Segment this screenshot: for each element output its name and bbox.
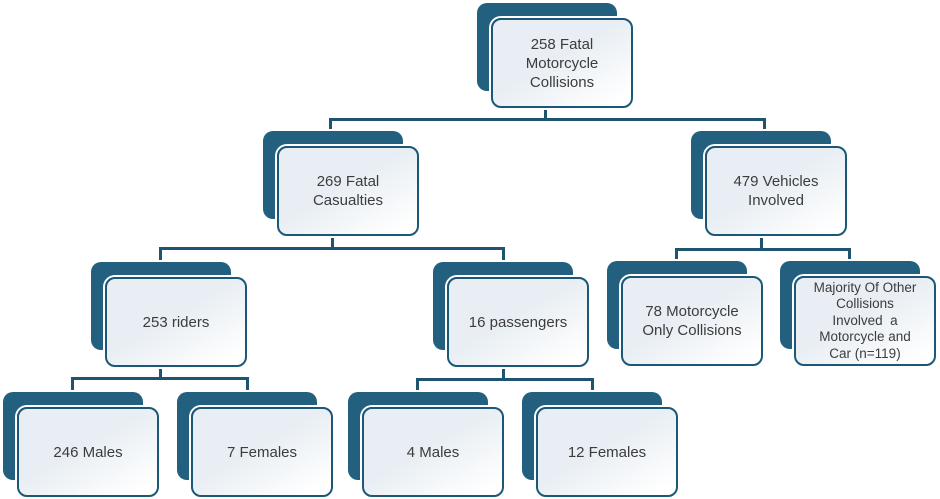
node-box: 269 Fatal Casualties — [277, 146, 419, 236]
node-majority-other-collisions: Majority Of Other Collisions Involved a … — [780, 261, 936, 367]
node-motorcycle-only-collisions: 78 Motorcycle Only Collisions — [607, 261, 763, 367]
node-label: Majority Of Other Collisions Involved a … — [813, 279, 917, 361]
node-box: 4 Males — [362, 407, 504, 497]
node-box: 7 Females — [191, 407, 333, 497]
node-label: 7 Females — [226, 443, 298, 461]
node-label: 269 Fatal Casualties — [312, 173, 384, 209]
node-label: 12 Females — [567, 443, 647, 461]
connector-riders-crossbar — [71, 377, 249, 380]
node-label: 246 Males — [53, 443, 123, 461]
connector-casualties-to-riders — [159, 247, 162, 271]
connector-root-to-casualties — [329, 118, 332, 142]
node-passengers-males: 4 Males — [348, 392, 504, 498]
node-box: 258 Fatal Motorcycle Collisions — [491, 18, 633, 108]
node-box: 246 Males — [17, 407, 159, 497]
node-label: 479 Vehicles Involved — [733, 173, 819, 209]
connector-vehicles-to-majority — [848, 248, 851, 270]
connector-root-crossbar — [329, 118, 766, 121]
node-box: 479 Vehicles Involved — [705, 146, 847, 236]
node-label: 258 Fatal Motorcycle Collisions — [525, 35, 599, 91]
node-riders-males: 246 Males — [3, 392, 159, 498]
node-box: Majority Of Other Collisions Involved a … — [794, 276, 936, 366]
connector-passengers-to-males — [416, 378, 419, 402]
node-label: 253 riders — [142, 313, 210, 331]
node-box: 12 Females — [536, 407, 678, 497]
node-label: 78 Motorcycle Only Collisions — [642, 303, 742, 339]
connector-riders-to-males — [71, 377, 74, 401]
node-box: 78 Motorcycle Only Collisions — [621, 276, 763, 366]
connector-root-to-vehicles — [763, 118, 766, 142]
connector-vehicles-crossbar — [675, 248, 851, 251]
connector-casualties-crossbar — [159, 247, 505, 250]
connector-casualties-to-passengers — [502, 247, 505, 271]
node-label: 16 passengers — [468, 313, 568, 331]
connector-vehicles-to-moto-only — [675, 248, 678, 270]
node-passengers-females: 12 Females — [522, 392, 678, 498]
node-riders-females: 7 Females — [177, 392, 333, 498]
node-vehicles-involved: 479 Vehicles Involved — [691, 131, 847, 237]
connector-passengers-crossbar — [416, 378, 594, 381]
node-riders: 253 riders — [91, 262, 247, 368]
connector-passengers-to-females — [591, 378, 594, 402]
node-fatal-motorcycle-collisions: 258 Fatal Motorcycle Collisions — [477, 3, 633, 109]
connector-riders-to-females — [246, 377, 249, 401]
node-box: 253 riders — [105, 277, 247, 367]
node-fatal-casualties: 269 Fatal Casualties — [263, 131, 419, 237]
node-box: 16 passengers — [447, 277, 589, 367]
node-label: 4 Males — [406, 443, 460, 461]
node-passengers: 16 passengers — [433, 262, 589, 368]
